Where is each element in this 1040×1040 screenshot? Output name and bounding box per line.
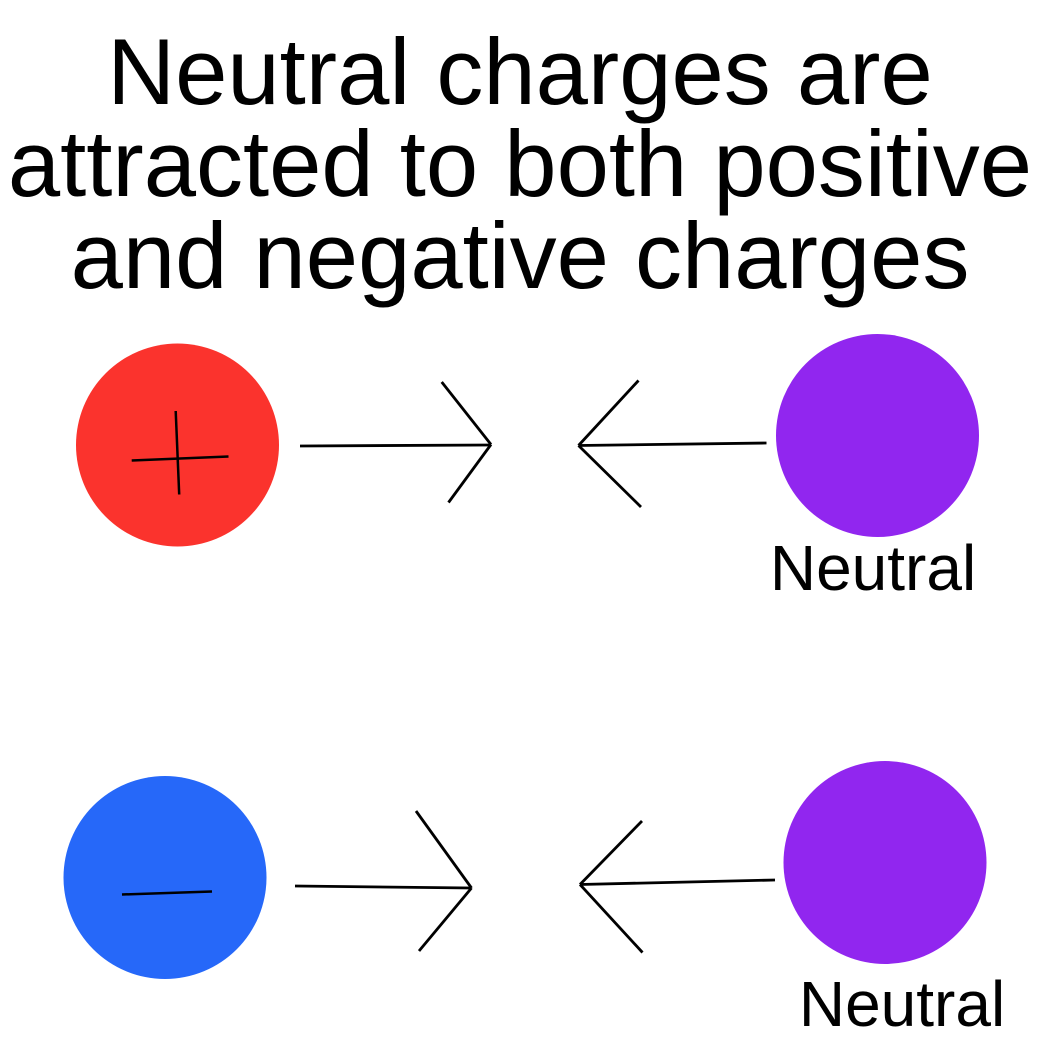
arrowhead-upper <box>577 379 640 447</box>
neutral-charge-circle <box>783 761 987 964</box>
plus-vertical-stroke <box>174 410 181 495</box>
minus-icon <box>121 890 213 896</box>
neutral-label-top: Neutral <box>769 532 977 604</box>
arrowhead-lower <box>578 883 644 954</box>
page-title: Neutral charges are attracted to both po… <box>0 19 1040 308</box>
plus-horizontal-stroke <box>131 455 229 462</box>
arrow-right-icon <box>294 810 473 952</box>
arrow-shaft <box>579 878 776 886</box>
arrowhead-upper <box>578 820 644 886</box>
arrow-left-icon <box>578 820 776 954</box>
arrowhead-lower <box>417 887 473 952</box>
arrowhead-upper <box>414 810 473 889</box>
bottom-row <box>63 761 987 979</box>
title-line-3: and negative charges <box>70 203 970 308</box>
arrow-right-icon <box>299 381 493 504</box>
arrowhead-lower <box>447 443 493 504</box>
title-line-2: attracted to both positive <box>7 111 1033 216</box>
negative-charge-circle <box>63 776 267 979</box>
arrowhead-lower <box>577 444 642 508</box>
arrowhead-upper <box>440 381 493 446</box>
neutral-label-bottom: Neutral <box>798 968 1006 1040</box>
top-row <box>76 334 979 547</box>
title-line-1: Neutral charges are <box>107 19 933 124</box>
neutral-charge-circle <box>776 334 979 537</box>
minus-stroke <box>121 890 213 896</box>
arrow-shaft <box>299 443 491 448</box>
arrow-left-icon <box>577 379 767 508</box>
plus-icon <box>131 410 229 495</box>
arrow-shaft <box>578 441 767 447</box>
arrow-shaft <box>294 884 472 890</box>
